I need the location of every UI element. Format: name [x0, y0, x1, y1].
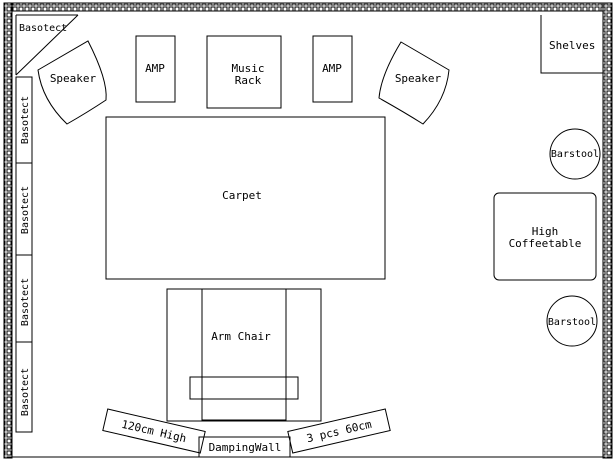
- basotect-panel-label-4: Basotect: [20, 368, 31, 416]
- music-rack-label-line1: Music: [231, 62, 264, 75]
- basotect-panel-label-1: Basotect: [20, 96, 31, 144]
- high-coffeetable: High Coffeetable: [493, 192, 597, 281]
- speaker-left-label: Speaker: [50, 72, 97, 85]
- music-rack: Music Rack: [206, 35, 282, 109]
- speaker-right: Speaker: [378, 41, 450, 125]
- room-walls: [3, 2, 613, 459]
- arm-chair-label: Arm Chair: [211, 330, 271, 343]
- amp-left-label: AMP: [145, 62, 165, 75]
- coffeetable-label-line1: High: [532, 225, 559, 238]
- basotect-panel-label-3: Basotect: [20, 278, 31, 326]
- shelves: Shelves: [540, 15, 603, 74]
- amp-left: AMP: [135, 35, 176, 103]
- shelves-label: Shelves: [549, 39, 595, 52]
- damping-center-label: DampingWall: [209, 441, 282, 454]
- speaker-left: Speaker: [37, 40, 107, 125]
- barstool-bottom-label: Barstool: [548, 317, 596, 328]
- damping-wall: 120cm High DampingWall 3 pcs 60cm: [102, 408, 391, 458]
- carpet: Carpet: [105, 116, 386, 280]
- basotect-corner-label: Basotect: [19, 23, 67, 34]
- coffeetable-label-line2: Coffeetable: [509, 237, 582, 250]
- top-wall: [3, 2, 613, 12]
- right-wall: [602, 2, 613, 459]
- damping-panel-left: 120cm High: [102, 408, 206, 454]
- amp-right-label: AMP: [322, 62, 342, 75]
- carpet-label: Carpet: [222, 189, 262, 202]
- basotect-panel-label-2: Basotect: [20, 186, 31, 234]
- damping-right-label: 3 pcs 60cm: [305, 418, 373, 446]
- basotect-panel-4: [15, 341, 33, 433]
- amp-right: AMP: [312, 35, 353, 103]
- basotect-corner-panel: Basotect: [15, 14, 79, 76]
- barstool-top: Barstool: [549, 128, 601, 180]
- damping-panel-center: DampingWall: [198, 436, 291, 458]
- arm-chair: Arm Chair: [166, 288, 322, 422]
- basotect-wall-panels: Basotect Basotect Basotect Basotect: [15, 76, 33, 433]
- left-wall: [3, 2, 13, 459]
- speaker-right-label: Speaker: [395, 72, 442, 85]
- music-rack-label-line2: Rack: [235, 74, 262, 87]
- barstool-bottom: Barstool: [546, 295, 598, 347]
- barstool-top-label: Barstool: [551, 149, 599, 160]
- damping-panel-right: 3 pcs 60cm: [287, 408, 391, 454]
- damping-left-label: 120cm High: [120, 418, 187, 446]
